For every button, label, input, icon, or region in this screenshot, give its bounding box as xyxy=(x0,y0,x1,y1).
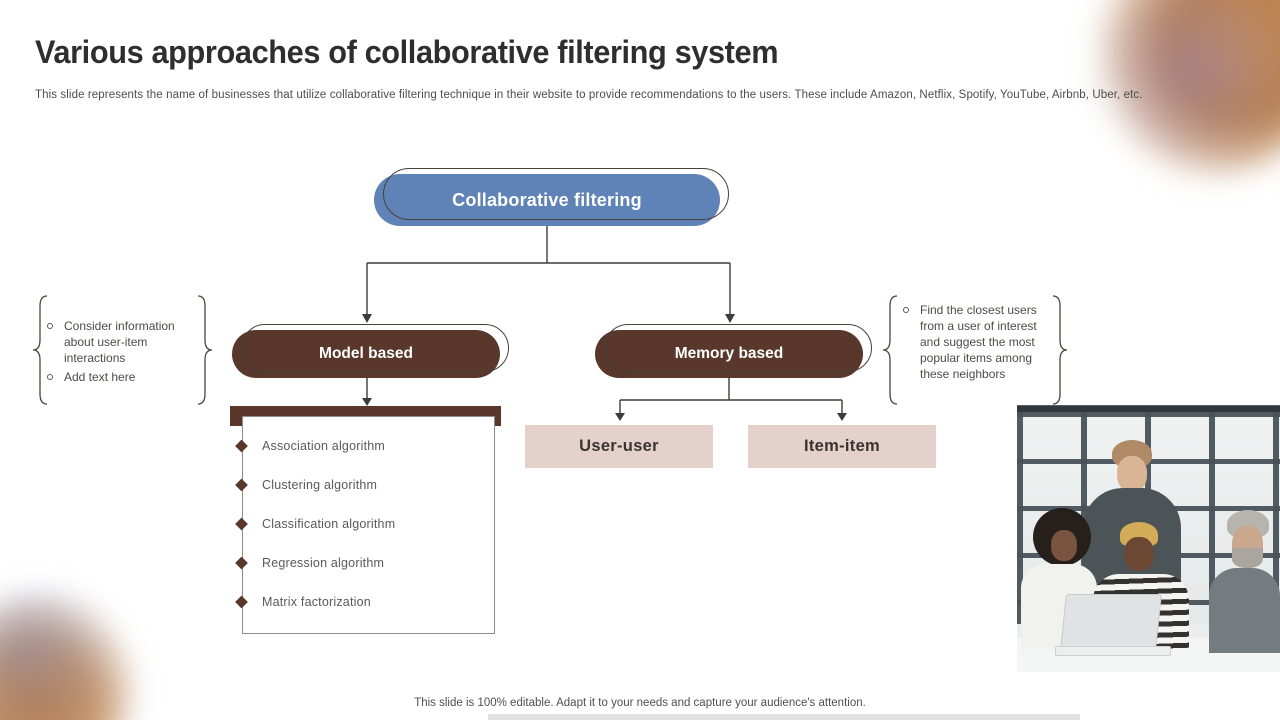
person-right-body xyxy=(1209,568,1280,653)
circle-bullet-icon xyxy=(47,323,53,329)
algorithm-label: Clustering algorithm xyxy=(262,477,378,492)
list-item[interactable]: Classification algorithm xyxy=(235,504,494,543)
note-text: Find the closest users from a user of in… xyxy=(920,303,1037,381)
note-bullet-item: Consider information about user-item int… xyxy=(47,318,205,366)
list-item[interactable]: Clustering algorithm xyxy=(235,465,494,504)
list-item[interactable]: Matrix factorization xyxy=(235,582,494,621)
slide-description: This slide represents the name of busine… xyxy=(35,89,1143,101)
note-text: Add text here xyxy=(64,370,136,384)
editable-note: This slide is 100% editable. Adapt it to… xyxy=(414,697,866,709)
memory-based-note: Find the closest users from a user of in… xyxy=(903,302,1053,385)
note-bullet-item: Find the closest users from a user of in… xyxy=(903,302,1053,382)
diamond-bullet-icon xyxy=(235,439,248,452)
list-item[interactable]: Association algorithm xyxy=(235,426,494,465)
model-based-note: Consider information about user-item int… xyxy=(47,318,205,388)
node-label: Memory based xyxy=(674,345,784,362)
decorative-blob-top-right xyxy=(1095,0,1280,175)
list-item[interactable]: Regression algorithm xyxy=(235,543,494,582)
person-center-face xyxy=(1124,537,1154,571)
person-right-beard xyxy=(1232,548,1263,568)
algorithm-label: Regression algorithm xyxy=(262,555,385,570)
node-label: Collaborative filtering xyxy=(452,189,642,210)
node-model-based[interactable]: Model based xyxy=(232,330,500,378)
node-label: Model based xyxy=(319,345,413,362)
node-user-user[interactable]: User-user xyxy=(525,425,713,468)
diamond-bullet-icon xyxy=(235,595,248,608)
laptop-base xyxy=(1055,646,1171,656)
circle-bullet-icon xyxy=(47,374,53,380)
node-label: Item-item xyxy=(803,437,881,455)
page-title: Various approaches of collaborative filt… xyxy=(35,34,779,70)
node-item-item[interactable]: Item-item xyxy=(748,425,936,468)
algorithm-list: Association algorithm Clustering algorit… xyxy=(235,416,495,634)
person-standing-face xyxy=(1117,456,1147,492)
diamond-bullet-icon xyxy=(235,556,248,569)
algorithm-label: Association algorithm xyxy=(262,438,386,453)
algorithm-label: Classification algorithm xyxy=(262,516,396,531)
cropped-bottom-element xyxy=(488,714,1080,720)
team-photo xyxy=(1017,405,1280,672)
diamond-bullet-icon xyxy=(235,517,248,530)
algorithm-label: Matrix factorization xyxy=(262,594,371,609)
circle-bullet-icon xyxy=(903,307,909,313)
window-top-frame xyxy=(1017,406,1280,412)
node-memory-based[interactable]: Memory based xyxy=(595,330,863,378)
node-label: User-user xyxy=(579,437,659,455)
node-collaborative-filtering[interactable]: Collaborative filtering xyxy=(374,174,720,226)
diamond-bullet-icon xyxy=(235,478,248,491)
note-text: Consider information about user-item int… xyxy=(64,319,175,365)
note-bullet-item: Add text here xyxy=(47,369,205,385)
person-left-face xyxy=(1051,530,1077,561)
laptop xyxy=(1060,594,1162,650)
